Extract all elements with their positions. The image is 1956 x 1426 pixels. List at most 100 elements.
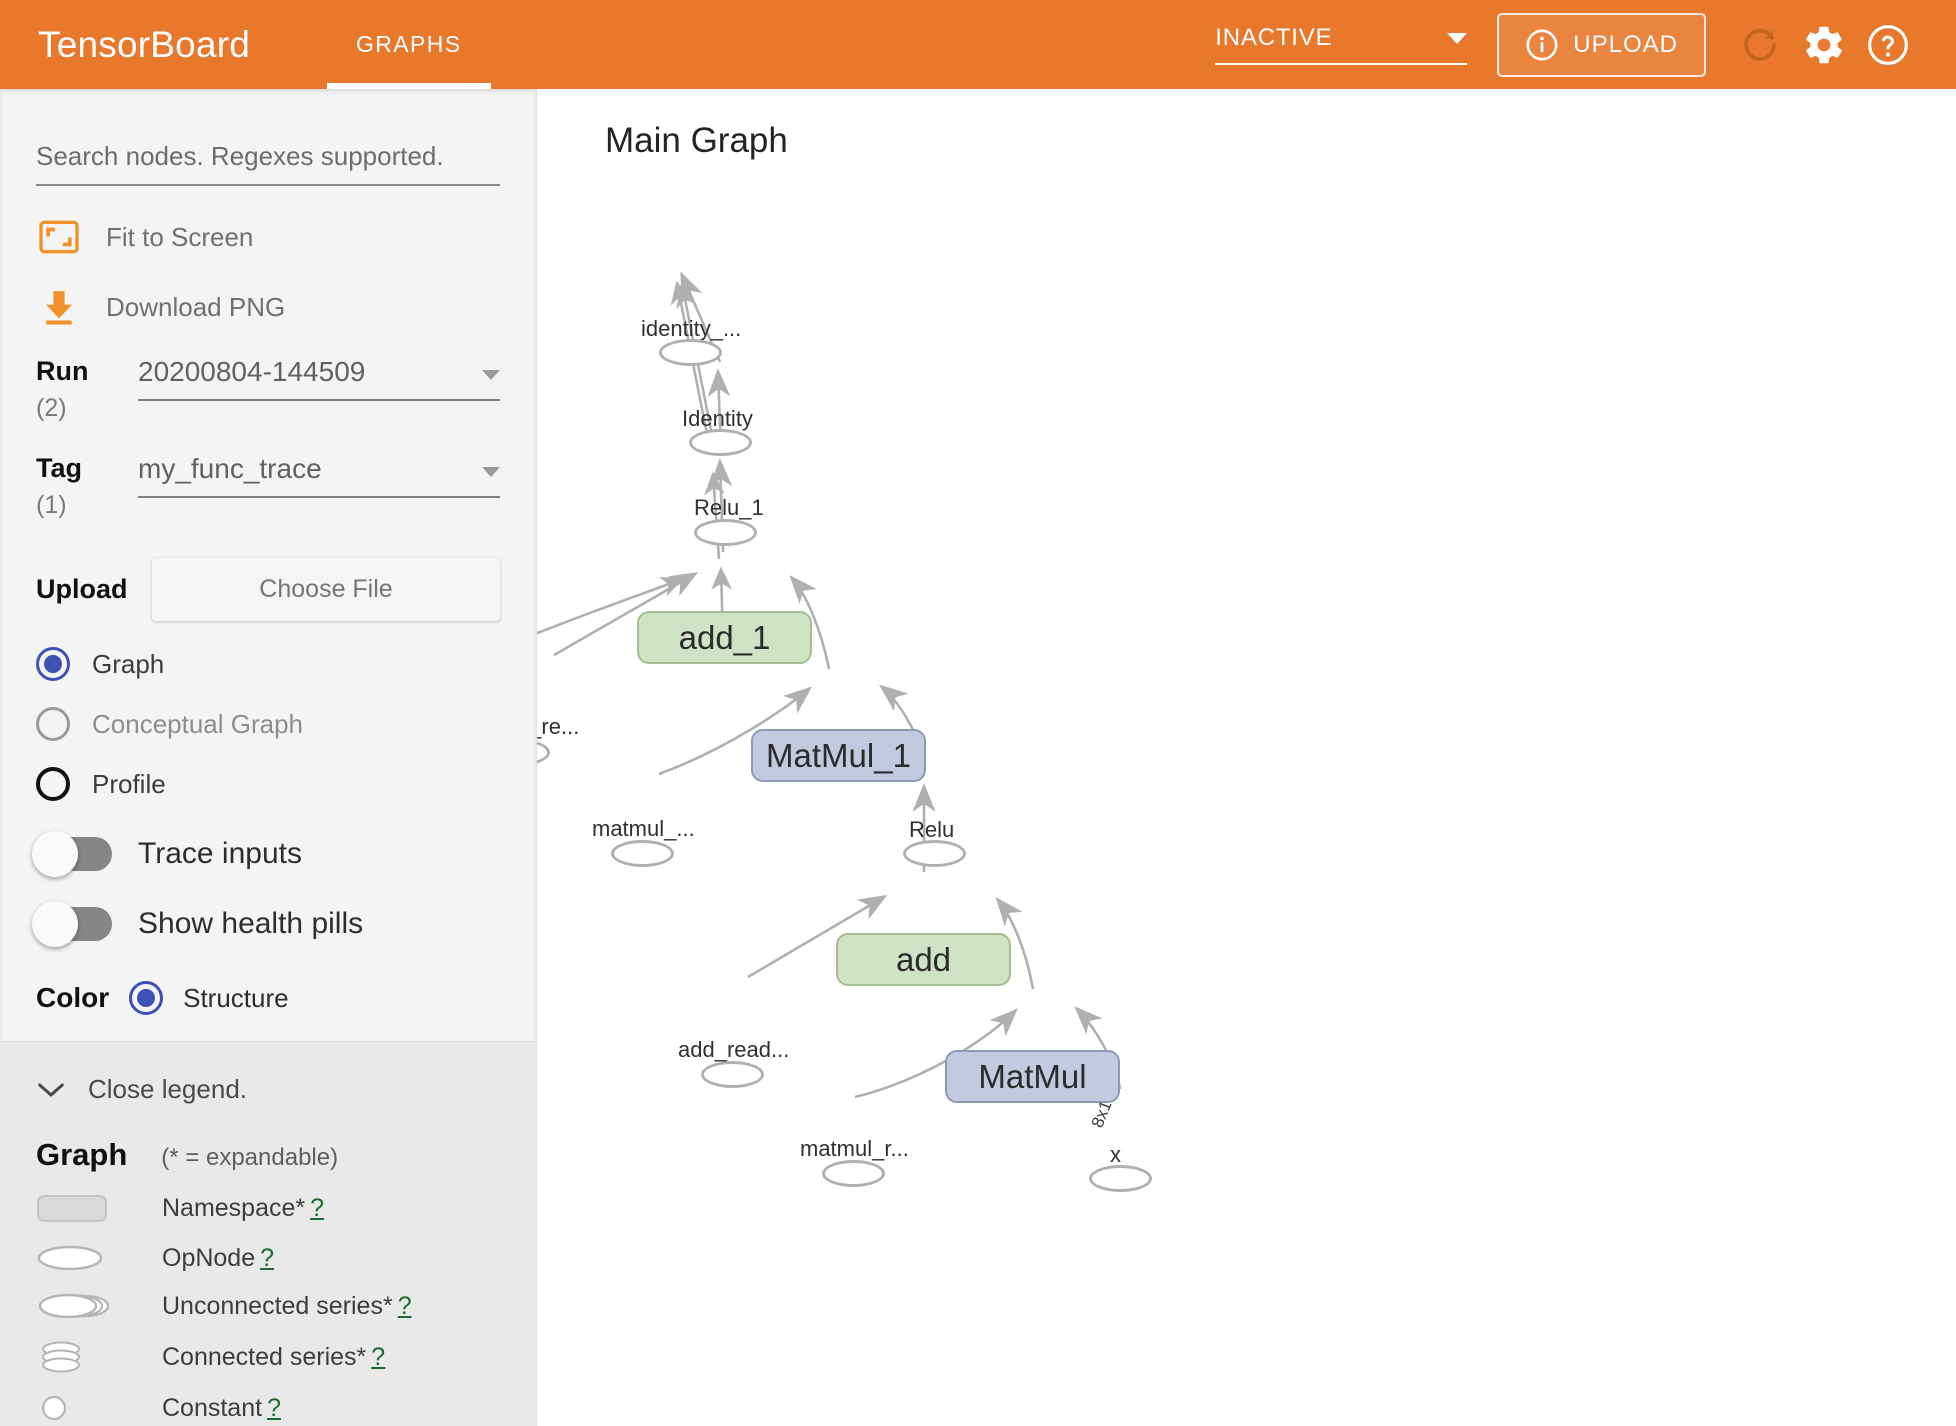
chevron-down-icon xyxy=(38,1083,64,1096)
legend-label-connected-series: Connected series*? xyxy=(162,1342,386,1371)
node-label-Relu: Relu xyxy=(909,817,955,842)
run-count: (2) xyxy=(36,394,67,422)
close-legend-button[interactable]: Close legend. xyxy=(36,1074,500,1105)
edge-add_1_read-to-add_1 xyxy=(553,572,699,657)
node-MatMul[interactable]: MatMul xyxy=(945,1050,1120,1103)
legend-item-namespace: Namespace*? xyxy=(36,1191,500,1225)
radio-structure-indicator[interactable] xyxy=(129,981,164,1015)
trace-inputs-label: Trace inputs xyxy=(138,837,302,870)
chevron-down-icon xyxy=(482,467,500,477)
radio-graph[interactable]: Graph xyxy=(36,647,500,681)
node-label-add_1: add_1 xyxy=(678,618,771,656)
node-add[interactable]: add xyxy=(836,933,1011,986)
radio-profile[interactable]: Profile xyxy=(36,767,500,801)
legend-label-constant: Constant? xyxy=(162,1393,281,1422)
node-shape-add_read[interactable] xyxy=(701,1061,764,1088)
settings-button[interactable] xyxy=(1792,13,1856,77)
upload-button[interactable]: UPLOAD xyxy=(1497,12,1706,77)
help-link[interactable]: ? xyxy=(371,1342,386,1371)
legend-label-unconnected-series: Unconnected series*? xyxy=(162,1291,412,1320)
fit-to-screen-icon xyxy=(36,220,82,254)
download-png-button[interactable]: Download PNG xyxy=(36,288,500,326)
edge-identity-identityout xyxy=(676,281,717,451)
show-health-pills-switch[interactable] xyxy=(32,901,112,947)
node-label-identity_out: identity_... xyxy=(641,316,742,341)
choose-file-button[interactable]: Choose File xyxy=(152,558,500,621)
connected-series-swatch xyxy=(36,1339,142,1375)
edge-add_read-to-add xyxy=(747,895,888,979)
legend-item-unconnected-series: Unconnected series*? xyxy=(36,1291,500,1321)
tag-label: Tag (1) xyxy=(36,453,134,520)
toggle-show-health-pills[interactable]: Show health pills xyxy=(32,901,500,947)
radio-profile-label: Profile xyxy=(92,768,166,799)
node-shape-Relu_1[interactable] xyxy=(694,519,757,546)
edge-MatMul-to-add xyxy=(995,896,1035,990)
node-label-Identity: Identity xyxy=(682,406,753,431)
refresh-icon xyxy=(1744,28,1776,61)
tag-value: my_func_trace xyxy=(138,453,322,484)
toggle-trace-inputs[interactable]: Trace inputs xyxy=(32,831,500,877)
run-select[interactable]: 20200804-144509 xyxy=(138,356,500,401)
legend-panel: Close legend. Graph (* = expandable) Nam… xyxy=(0,1041,536,1426)
node-add_1[interactable]: add_1 xyxy=(637,611,812,664)
info-icon xyxy=(1526,29,1558,60)
graph-edge-layer xyxy=(553,271,1122,1099)
help-link[interactable]: ? xyxy=(397,1291,412,1320)
fit-to-screen-label: Fit to Screen xyxy=(106,221,254,252)
top-bar-right: INACTIVE UPLOAD xyxy=(1215,12,1920,77)
tab-graphs[interactable]: GRAPHS xyxy=(327,0,491,89)
tag-select[interactable]: my_func_trace xyxy=(138,453,500,498)
download-png-label: Download PNG xyxy=(106,291,286,322)
run-selector-row: Run (2) 20200804-144509 xyxy=(36,356,500,423)
help-link[interactable]: ? xyxy=(310,1193,325,1222)
upload-label: Upload xyxy=(36,574,128,604)
radio-conceptual-graph-indicator xyxy=(36,707,70,741)
search-input[interactable] xyxy=(36,141,500,172)
radio-conceptual-graph-label: Conceptual Graph xyxy=(92,708,304,739)
graph-canvas[interactable]: Main Graph xyxy=(537,89,1956,1426)
node-label-add: add xyxy=(895,940,952,978)
node-label-matmul_read: matmul_r... xyxy=(800,1136,909,1161)
opnode-swatch xyxy=(36,1243,142,1273)
edge-MatMul_1-to-add_1 xyxy=(789,575,831,670)
node-label-add_read: add_read... xyxy=(678,1037,790,1062)
switch-knob xyxy=(32,831,78,877)
radio-conceptual-graph[interactable]: Conceptual Graph xyxy=(36,707,500,741)
help-link[interactable]: ? xyxy=(267,1393,281,1422)
node-shape-Identity[interactable] xyxy=(689,429,752,456)
trace-inputs-switch[interactable] xyxy=(32,831,112,877)
help-link[interactable]: ? xyxy=(260,1243,275,1272)
radio-profile-indicator xyxy=(36,767,70,801)
radio-structure-label: Structure xyxy=(183,982,289,1013)
help-button[interactable] xyxy=(1856,13,1920,77)
node-shape-matmul_read[interactable] xyxy=(822,1160,885,1187)
sidebar: Fit to Screen Download PNG Run (2) xyxy=(0,89,537,1426)
refresh-button[interactable] xyxy=(1728,13,1792,77)
node-shape-x[interactable] xyxy=(1089,1165,1152,1192)
radio-graph-label: Graph xyxy=(92,648,165,679)
help-icon xyxy=(1868,24,1908,65)
fit-to-screen-button[interactable]: Fit to Screen xyxy=(36,220,500,254)
namespace-swatch xyxy=(36,1191,142,1225)
node-shape-identity_out[interactable] xyxy=(659,339,722,366)
chevron-down-icon xyxy=(482,370,500,380)
tag-selector-row: Tag (1) my_func_trace xyxy=(36,453,500,520)
color-label: Color xyxy=(36,982,110,1013)
legend-item-constant: Constant? xyxy=(36,1393,500,1423)
node-MatMul_1[interactable]: MatMul_1 xyxy=(751,729,926,782)
node-label-MatMul: MatMul xyxy=(978,1057,1087,1095)
run-value: 20200804-144509 xyxy=(138,356,366,387)
legend-label-opnode: OpNode? xyxy=(162,1243,275,1272)
download-icon xyxy=(36,288,82,326)
edge-matmul_read_1-to-MatMul_1 xyxy=(658,686,812,776)
node-shape-matmul_read_1[interactable] xyxy=(611,840,674,867)
legend-title-row: Graph (* = expandable) xyxy=(36,1137,500,1173)
node-label-x: x xyxy=(1110,1142,1121,1167)
upload-button-label: UPLOAD xyxy=(1573,30,1678,58)
legend-title: Graph xyxy=(36,1137,128,1172)
run-status-dropdown[interactable]: INACTIVE xyxy=(1215,24,1468,65)
node-label-Relu_1: Relu_1 xyxy=(694,495,764,520)
node-shape-Relu[interactable] xyxy=(903,840,966,867)
search-field[interactable] xyxy=(36,141,500,186)
